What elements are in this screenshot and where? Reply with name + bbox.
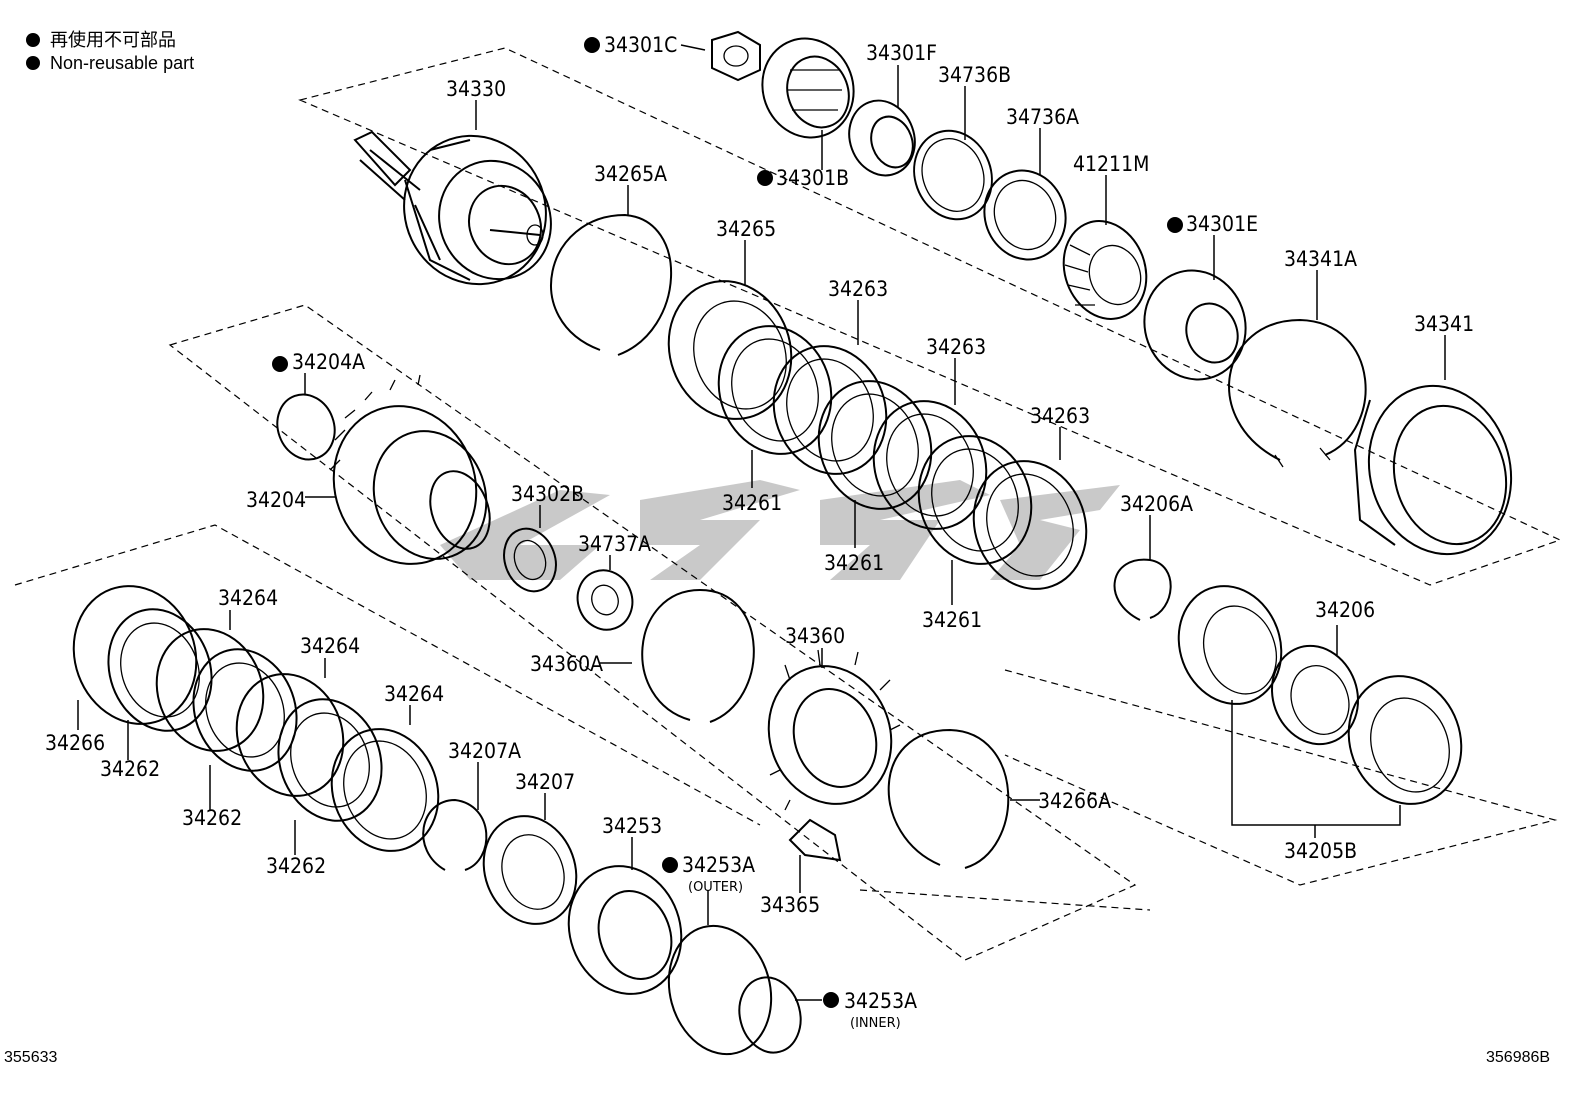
label-34266: 34266: [45, 731, 105, 755]
label-34263-upper: 34263: [828, 277, 888, 301]
label-34262-middle: 34262: [182, 806, 242, 830]
part-34330-intermediate-shaft: [353, 130, 552, 286]
lower-left-group-outline: [14, 524, 761, 826]
part-34341A-snap-ring: [1228, 318, 1367, 468]
filled-circle-icon: [26, 56, 40, 70]
part-41211M-gear: [1062, 220, 1148, 320]
label-34253: 34253: [602, 814, 662, 838]
part-34302B-washer: [503, 527, 557, 593]
label-34263-lower: 34263: [1030, 404, 1090, 428]
label-34262-lower: 34262: [266, 854, 326, 878]
clutch-pack-34262-34264-34266: [72, 585, 440, 852]
part-34301E-bearing: [1143, 269, 1247, 381]
label-34737A: 34737A: [578, 532, 651, 556]
label-34360A: 34360A: [530, 652, 603, 676]
legend-en: Non-reusable part: [50, 53, 194, 73]
part-34207-spring-retainer: [482, 815, 578, 925]
part-34266A-snap-ring: [887, 728, 1010, 869]
label-34736A: 34736A: [1006, 105, 1079, 129]
label-34265: 34265: [716, 217, 776, 241]
note-inner: (INNER): [850, 1016, 901, 1031]
label-34262-upper: 34262: [100, 757, 160, 781]
filled-circle-icon: [272, 356, 288, 372]
label-34253A-outer: 34253A: [682, 853, 755, 877]
part-34341-drum: [1353, 384, 1513, 556]
label-34264-lower: 34264: [384, 682, 444, 706]
label-34207: 34207: [515, 770, 575, 794]
part-34736B-washer: [913, 129, 993, 221]
label-34204: 34204: [246, 488, 306, 512]
label-34736B: 34736B: [938, 63, 1011, 87]
lower-right-group-outline: [1004, 669, 1558, 886]
part-34206A-snap-ring: [1113, 558, 1172, 621]
label-34264-middle: 34264: [300, 634, 360, 658]
part-34365-spring: [788, 818, 842, 862]
label-34301B: 34301B: [776, 166, 849, 190]
middle-group-outline: [168, 304, 1137, 961]
label-34360: 34360: [785, 624, 845, 648]
part-34301F-race: [848, 99, 916, 177]
illustration-codes: 355633 356986B: [4, 1049, 1550, 1066]
filled-circle-icon: [1167, 217, 1183, 233]
label-34261-lower: 34261: [922, 608, 982, 632]
label-34263-middle: 34263: [926, 335, 986, 359]
label-34205B: 34205B: [1284, 839, 1357, 863]
label-34253A-inner: 34253A: [844, 989, 917, 1013]
label-34301C: 34301C: [604, 33, 677, 57]
label-34301F: 34301F: [866, 41, 937, 65]
part-34253-piston: [567, 865, 683, 995]
label-34265A: 34265A: [594, 162, 667, 186]
label-34302B: 34302B: [511, 482, 584, 506]
part-34265-plate: [667, 280, 793, 420]
legend-jp: 再使用不可部品: [50, 30, 176, 50]
label-34261-upper: 34261: [722, 491, 782, 515]
label-34365: 34365: [760, 893, 820, 917]
filled-circle-icon: [662, 857, 678, 873]
non-reusable-markers: [26, 33, 1183, 1008]
label-34261-middle: 34261: [824, 551, 884, 575]
part-34204-gear: [329, 374, 491, 565]
label-34206A: 34206A: [1120, 492, 1193, 516]
part-34205B-one-way-clutch-set: [1177, 585, 1463, 805]
filled-circle-icon: [584, 37, 600, 53]
label-34301E: 34301E: [1186, 212, 1258, 236]
clutch-pack-34261-34263: [717, 325, 1088, 590]
label-34341: 34341: [1414, 312, 1474, 336]
label-34207A: 34207A: [448, 739, 521, 763]
label-41211M: 41211M: [1073, 152, 1149, 176]
label-34264-upper: 34264: [218, 586, 278, 610]
part-34301C-nut: [711, 30, 761, 82]
part-34265A-snap-ring: [550, 213, 672, 356]
label-34341A: 34341A: [1284, 247, 1357, 271]
filled-circle-icon: [757, 170, 773, 186]
leader-lines: [77, 44, 1446, 1001]
part-34204A-o-ring: [276, 393, 336, 461]
note-outer: (OUTER): [688, 880, 743, 895]
bottom-group-outline: [859, 889, 1151, 911]
part-34360A-snap-ring: [641, 588, 755, 723]
part-34737A-washer: [576, 569, 634, 631]
filled-circle-icon: [823, 992, 839, 1008]
part-labels: 34301C 34301F 34736B 34736A 34330 34265A…: [45, 33, 1474, 1031]
illustration-code-left: 355633: [4, 1049, 57, 1066]
legend: 再使用不可部品 Non-reusable part: [50, 30, 194, 73]
part-34301B-bearing: [761, 37, 855, 139]
part-34253A-o-rings: [667, 924, 802, 1056]
label-34330: 34330: [446, 77, 506, 101]
label-34266A: 34266A: [1038, 789, 1111, 813]
group-outlines: [14, 47, 1562, 961]
part-34736A-washer: [983, 169, 1067, 261]
label-34206: 34206: [1315, 598, 1375, 622]
illustration-code-right: 356986B: [1486, 1049, 1550, 1066]
part-34207A-snap-ring: [422, 798, 488, 871]
upper-group-outline: [298, 47, 1562, 586]
label-34204A: 34204A: [292, 350, 365, 374]
part-34360-plate: [767, 649, 901, 811]
filled-circle-icon: [26, 33, 40, 47]
